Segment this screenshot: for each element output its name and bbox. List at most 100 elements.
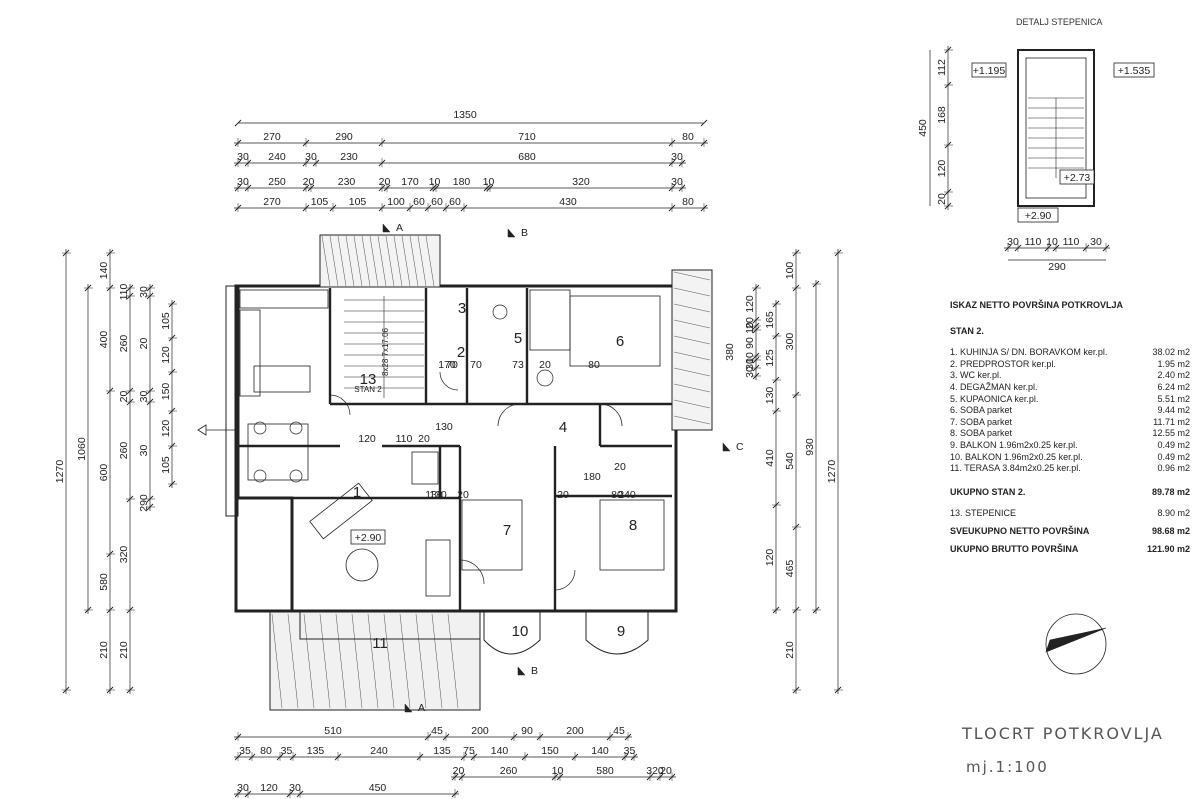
- room-number: 6: [616, 333, 624, 350]
- drawing-scale: mj.1:100: [966, 758, 1049, 776]
- dim-label: 135: [433, 745, 451, 757]
- dim-label: 30: [138, 445, 150, 457]
- desk-room-7: [461, 499, 523, 571]
- roof-hatch-line: [385, 235, 395, 287]
- dim-label: 45: [431, 725, 443, 737]
- north-arrow-icon: [1045, 627, 1107, 653]
- dim-label: 60: [413, 196, 425, 208]
- dim-label: 20: [138, 338, 150, 350]
- dim-label: 200: [566, 725, 584, 737]
- dim-label: 105: [311, 196, 329, 208]
- roof-hatch-line: [425, 235, 435, 287]
- dim-label: 465: [784, 560, 796, 578]
- dim-label: 140: [591, 745, 609, 757]
- stair-steps-label: 8x28 7x17.06: [381, 327, 390, 376]
- dim-label: 30: [237, 151, 249, 163]
- dim-label: 320: [646, 765, 664, 777]
- roof-hatch-line: [337, 235, 347, 287]
- schedule-item-label: 9. BALKON 1.96m2x0.25 ker.pl.: [950, 439, 1078, 450]
- dim-label: 110: [1063, 236, 1080, 248]
- room-number: 4: [559, 419, 567, 436]
- schedule-item-label: 10. BALKON 1.96m2x0.25 ker.pl.: [950, 451, 1083, 462]
- dim-label: 165: [764, 311, 776, 329]
- schedule-item-value: 9.44 m2: [1157, 405, 1190, 416]
- bed-room-6: [569, 295, 661, 367]
- roof-hatch-line: [321, 235, 331, 287]
- schedule-item-value: 2.40 m2: [1157, 370, 1190, 381]
- room-number: 13: [360, 371, 377, 388]
- roof-hatch-line: [271, 613, 283, 709]
- interior-dim-label: 80: [588, 359, 600, 371]
- dim-label: 180: [453, 176, 471, 188]
- dim-label: 35: [239, 745, 251, 757]
- dim-label: 90: [521, 725, 533, 737]
- dim-label: 1060: [76, 437, 88, 461]
- interior-dim-label: 70: [470, 359, 482, 371]
- dim-tick: [234, 119, 242, 127]
- roof-hatch-line: [673, 367, 711, 377]
- schedule-item: 2. PREDPROSTOR ker.pl.1.95 m2: [950, 359, 1190, 371]
- dim-label: 30: [1090, 236, 1102, 248]
- schedule-item-value: 12.55 m2: [1152, 428, 1190, 439]
- dim-label: 270: [263, 196, 281, 208]
- schedule-total-value: 89.78 m2: [1151, 486, 1190, 497]
- roof-hatch-line: [415, 613, 427, 709]
- dim-label: 270: [263, 131, 281, 143]
- section-arrow: [404, 703, 413, 713]
- room-number: 11: [372, 635, 388, 652]
- kitchen-counter-side: [239, 309, 261, 397]
- dim-label: 60: [449, 196, 461, 208]
- schedule-item: 9. BALKON 1.96m2x0.25 ker.pl.0.49 m2: [950, 440, 1190, 452]
- schedule-item-value: 0.49 m2: [1157, 451, 1190, 462]
- schedule-net-row: SVEUKUPNO NETTO POVRŠINA 98.68 m2: [950, 526, 1190, 538]
- detail-level-box: [1017, 207, 1059, 223]
- schedule-item-label: 3. WC ker.pl.: [950, 370, 1002, 381]
- dim-label: 110: [1025, 236, 1042, 248]
- dim-label: 120: [764, 549, 776, 567]
- schedule-item-label: 4. DEGAŽMAN ker.pl.: [950, 381, 1038, 392]
- room-number: 10: [512, 623, 529, 640]
- stair-detail-title: DETALJ STEPENICA: [1016, 17, 1103, 27]
- dim-label: 110: [118, 283, 130, 300]
- schedule-unit: STAN 2.: [950, 325, 984, 336]
- dining-chair: [253, 469, 267, 483]
- roof-hatch-line: [673, 271, 711, 281]
- section-arrow: [382, 223, 391, 233]
- roof-hatch-line: [303, 613, 315, 709]
- section-arrow: [722, 442, 731, 452]
- balcony-10-outline: [483, 611, 541, 655]
- dim-label: 30: [671, 151, 683, 163]
- dim-label: 10: [429, 176, 441, 188]
- dim-label: 400: [98, 331, 110, 349]
- schedule-heading: ISKAZ NETTO POVRŠINA POTKROVLJA: [950, 300, 1124, 310]
- dim-label: 120: [260, 782, 278, 794]
- roof-hatch-line: [673, 351, 711, 361]
- interior-dim-label: 20: [539, 359, 551, 371]
- dim-label: 75: [463, 745, 475, 757]
- dim-label: 80: [682, 196, 694, 208]
- dim-label: 30: [138, 286, 150, 298]
- dim-label: 120: [936, 160, 948, 178]
- area-schedule: ISKAZ NETTO POVRŠINA POTKROVLJA STAN 2. …: [950, 300, 1190, 555]
- section-arrow: [517, 666, 526, 676]
- dim-tick: [700, 119, 708, 127]
- dim-label: 230: [338, 176, 356, 188]
- dim-label: 168: [936, 106, 948, 124]
- interior-dim-label: 110: [396, 433, 413, 445]
- dim-label: 680: [518, 151, 536, 163]
- section-mark-label: A: [396, 222, 403, 234]
- detail-level-box: [971, 62, 1007, 78]
- detail-stair-walls: [1017, 49, 1095, 207]
- detail-level-box: [1113, 62, 1155, 78]
- schedule-item: 5. KUPAONICA ker.pl.5.51 m2: [950, 394, 1190, 406]
- bathtub: [529, 289, 571, 351]
- dim-label: 120: [744, 295, 756, 313]
- roof-hatch-line: [319, 613, 331, 709]
- room-number: 5: [514, 330, 522, 347]
- dim-label: 30: [744, 358, 756, 370]
- dim-label: 230: [340, 151, 358, 163]
- dining-chair: [289, 421, 303, 435]
- dim-label: 10: [744, 352, 756, 364]
- kitchen-island: [253, 365, 311, 393]
